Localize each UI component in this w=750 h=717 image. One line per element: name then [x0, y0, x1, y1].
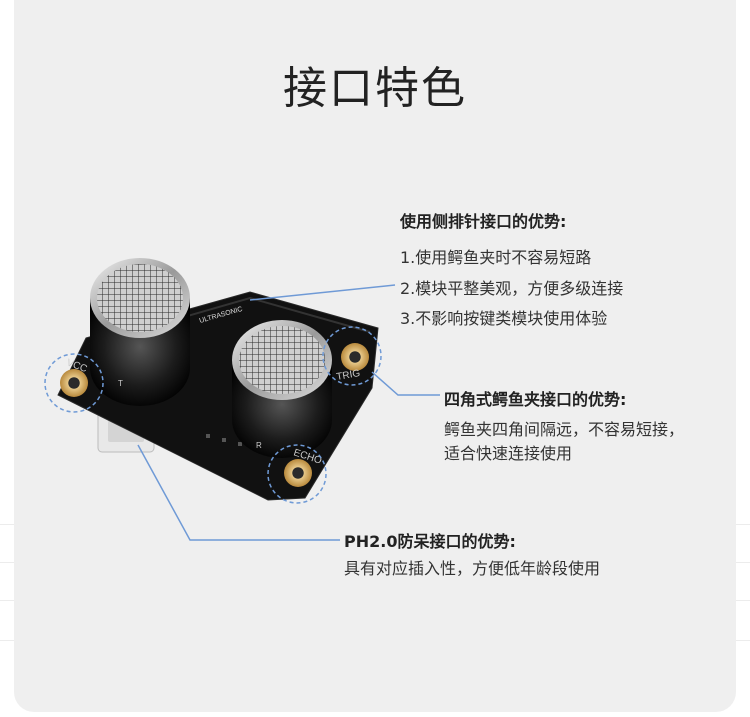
feature-line: 3.不影响按键类模块使用体验	[400, 309, 608, 328]
trig-label: TRIG	[336, 368, 362, 383]
feature-title: PH2.0防呆接口的优势:	[344, 532, 516, 551]
feature-title: 使用侧排针接口的优势:	[400, 212, 567, 231]
feature-line: 1.使用鳄鱼夹时不容易短路	[400, 248, 592, 267]
t-label: T	[118, 379, 123, 388]
page-title: 接口特色	[283, 63, 467, 114]
highlight-circles	[44, 326, 382, 504]
feature-line: 具有对应插入性，方便低年龄段使用	[344, 559, 601, 578]
feature-title: 四角式鳄鱼夹接口的优势:	[444, 390, 627, 409]
feature-line: 适合快速连接使用	[444, 444, 573, 463]
leader-lines	[137, 284, 440, 541]
feature-line: 鳄鱼夹四角间隔远，不容易短接，	[444, 420, 685, 439]
r-label: R	[256, 441, 262, 450]
left-transducer	[90, 258, 190, 406]
right-transducer	[232, 320, 332, 458]
feature-line: 2.模块平整美观，方便多级连接	[400, 279, 624, 298]
corner-pads	[60, 343, 369, 487]
